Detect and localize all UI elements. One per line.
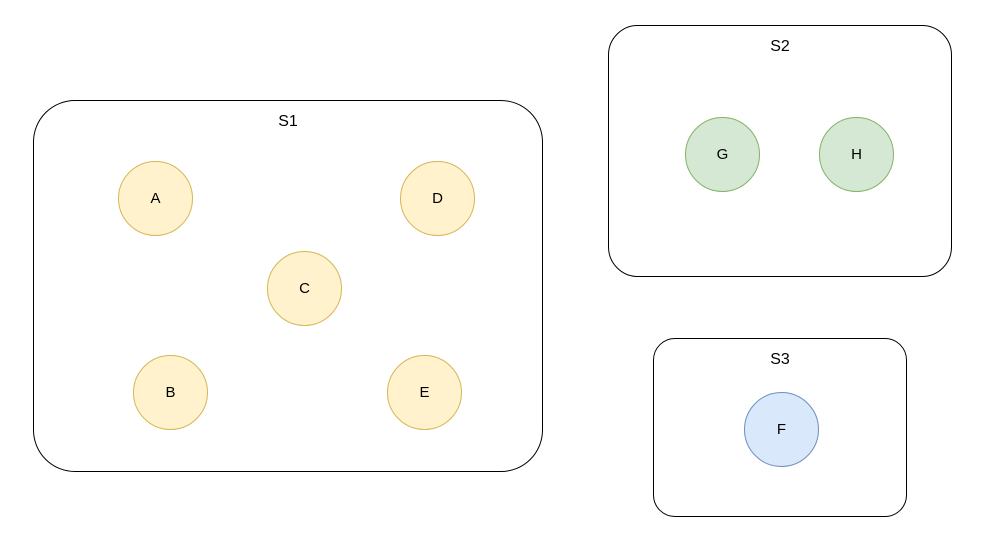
node-d-label: D [432, 190, 443, 207]
set-s2-label: S2 [770, 38, 790, 55]
node-e-label: E [419, 384, 430, 401]
node-g-label: G [716, 146, 729, 163]
node-h-label: H [851, 146, 862, 163]
node-h: H [819, 117, 894, 192]
node-c: C [267, 251, 342, 326]
set-s2: S2 G H [608, 25, 952, 277]
node-f-label: F [776, 421, 787, 438]
node-f: F [744, 392, 819, 467]
node-c-label: C [299, 280, 310, 297]
node-a-label: A [150, 190, 161, 207]
node-d: D [400, 161, 475, 236]
node-g: G [685, 117, 760, 192]
node-e: E [387, 355, 462, 430]
set-s1-label: S1 [278, 113, 298, 130]
node-b: B [133, 355, 208, 430]
node-a: A [118, 161, 193, 236]
node-b-label: B [165, 384, 176, 401]
set-s3-label: S3 [770, 351, 790, 368]
set-s1: S1 A D C B E [33, 100, 543, 472]
set-s3: S3 F [653, 338, 907, 517]
